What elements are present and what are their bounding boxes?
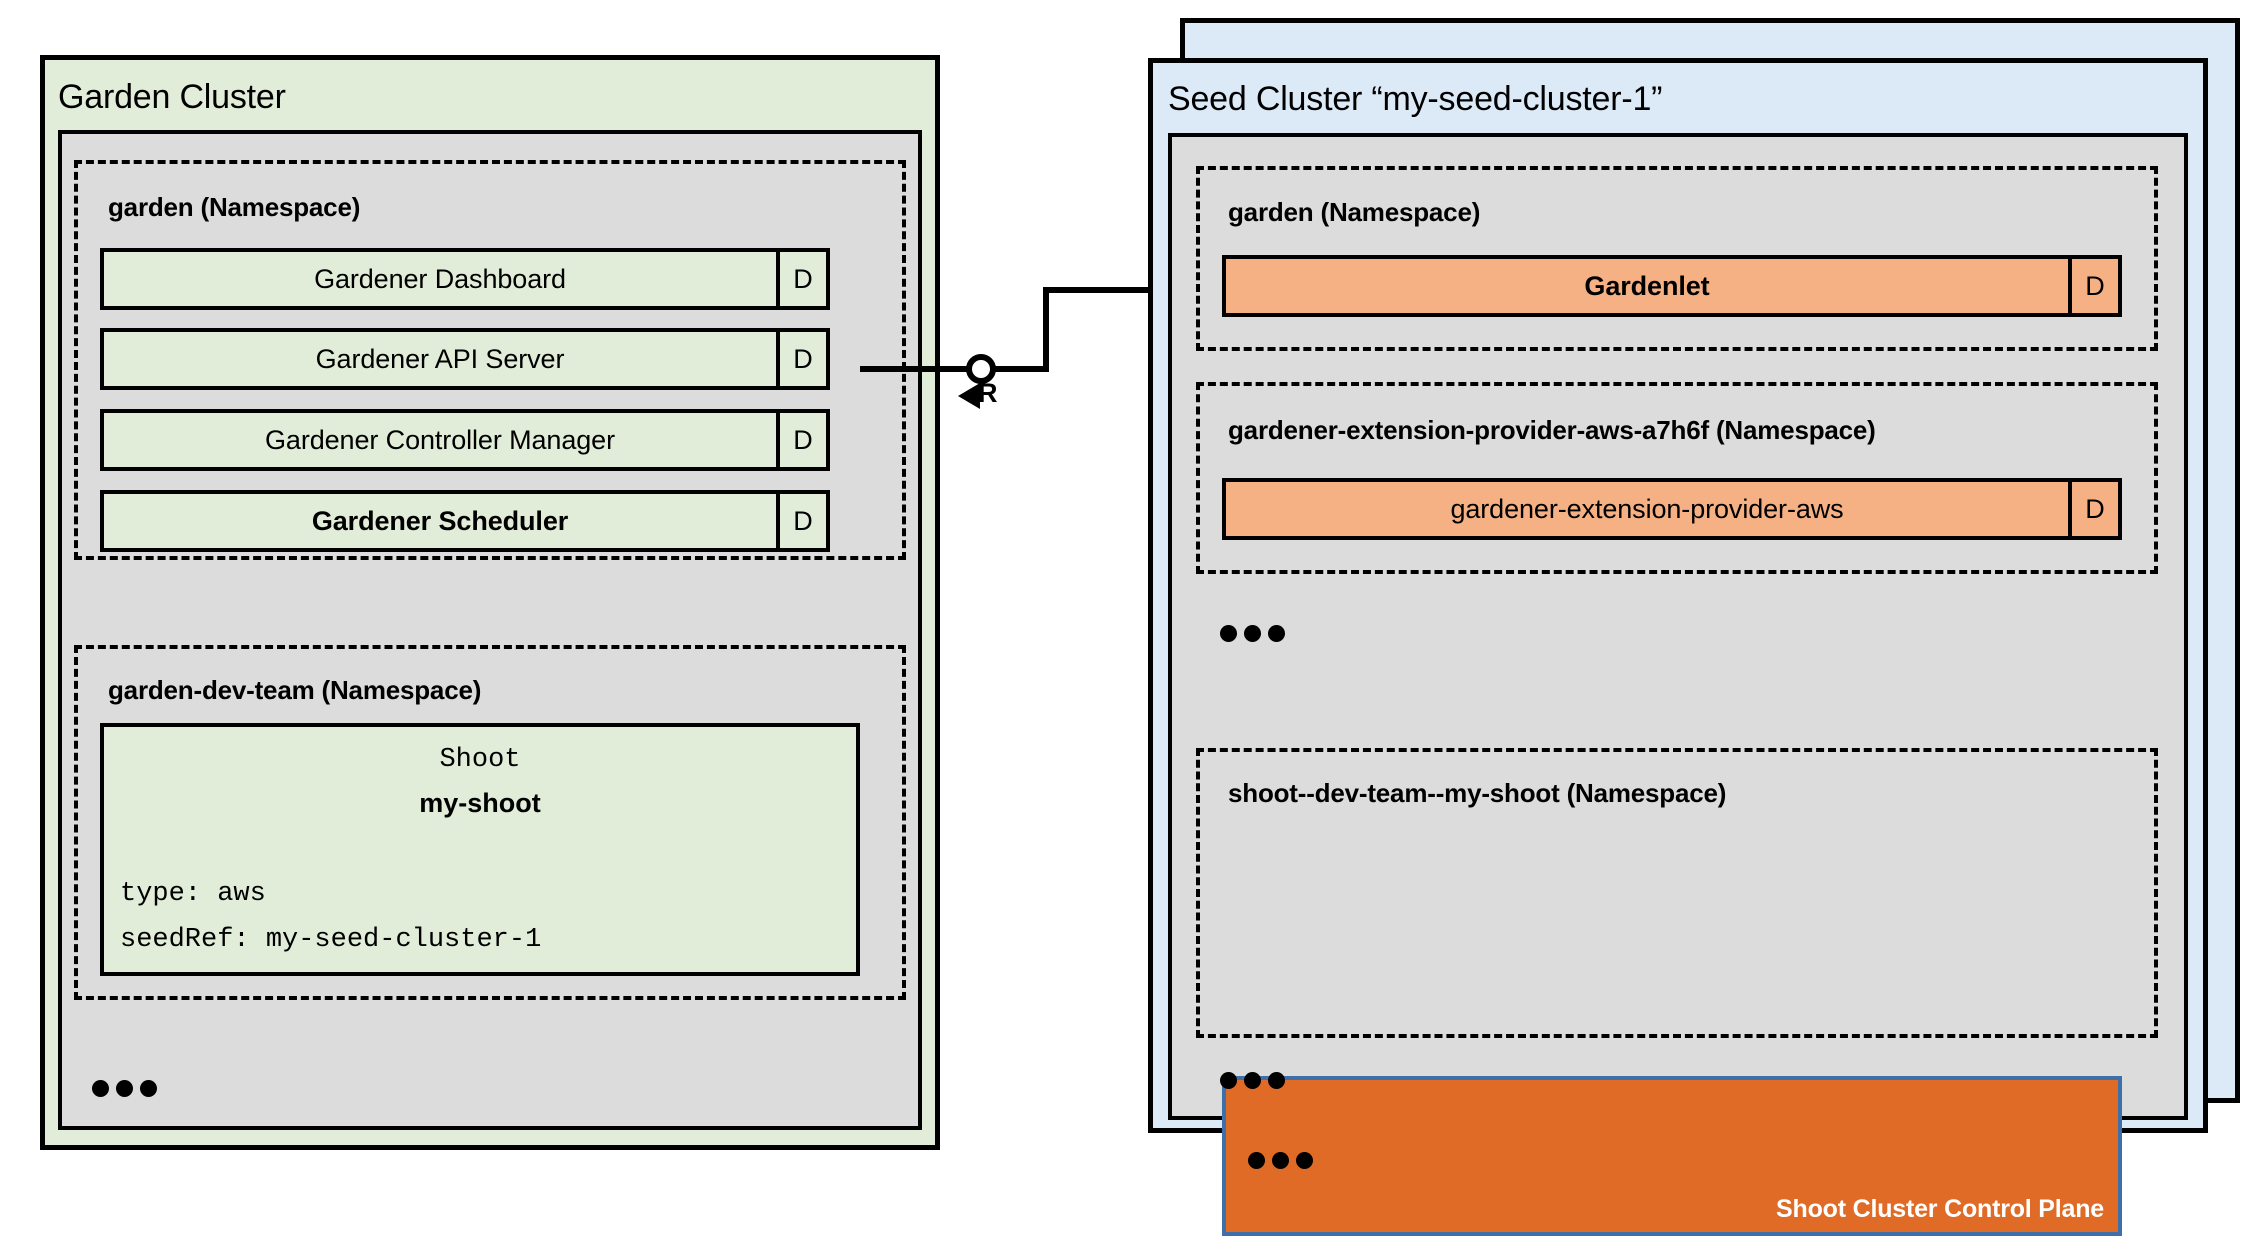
architecture-diagram: Garden Cluster garden (Namespace) Garden…	[40, 18, 2240, 1236]
garden-dev-team-namespace-box	[74, 645, 906, 1000]
extension-provider-namespace-label: gardener-extension-provider-aws-a7h6f (N…	[1228, 415, 1876, 445]
dot	[140, 1080, 157, 1097]
deployment-badge: D	[2068, 482, 2118, 536]
component-label: gardener-extension-provider-aws	[1226, 482, 2068, 536]
dot	[116, 1080, 133, 1097]
component-gardenlet[interactable]: Gardenlet D	[1222, 255, 2122, 317]
shoot-resource-card[interactable]: Shoot my-shoot type: aws seedRef: my-see…	[100, 723, 860, 976]
garden-dev-team-namespace-label: garden-dev-team (Namespace)	[108, 675, 482, 705]
component-gardener-scheduler[interactable]: Gardener Scheduler D	[100, 490, 830, 552]
shoot-resource-spec-type: type: aws	[120, 879, 266, 909]
component-label: Gardener Scheduler	[104, 494, 776, 548]
connector-segment-horizontal-right	[1043, 287, 1223, 293]
dot	[1296, 1152, 1313, 1169]
connector-label-r: R	[978, 378, 998, 408]
dot	[1248, 1152, 1265, 1169]
seed-garden-namespace-label: garden (Namespace)	[1228, 197, 1481, 227]
control-plane-label: Shoot Cluster Control Plane	[1776, 1195, 2104, 1223]
dot	[1272, 1152, 1289, 1169]
garden-namespace-box	[74, 160, 906, 560]
component-gardener-dashboard[interactable]: Gardener Dashboard D	[100, 248, 830, 310]
seed-cluster-overflow-dots-bottom	[1220, 1072, 1285, 1089]
shoot-namespace-box	[1196, 748, 2158, 1038]
component-gardener-controller-manager[interactable]: Gardener Controller Manager D	[100, 409, 830, 471]
component-label: Gardener Dashboard	[104, 252, 776, 306]
deployment-badge: D	[776, 332, 826, 386]
dot	[1268, 1072, 1285, 1089]
component-gardener-api-server[interactable]: Gardener API Server D	[100, 328, 830, 390]
shoot-resource-kind: Shoot	[439, 745, 521, 775]
shoot-resource-spec-seedref: seedRef: my-seed-cluster-1	[120, 925, 542, 955]
shoot-cluster-control-plane[interactable]: Shoot Cluster Control Plane	[1222, 1076, 2122, 1236]
extension-provider-namespace-box	[1196, 382, 2158, 574]
shoot-resource-name: my-shoot	[419, 788, 541, 818]
connector-arrowhead-icon	[958, 383, 980, 409]
component-label: Gardenlet	[1226, 259, 2068, 313]
seed-garden-namespace-box	[1196, 166, 2158, 351]
component-label: Gardener Controller Manager	[104, 413, 776, 467]
dot	[1268, 625, 1285, 642]
component-label: Gardener API Server	[104, 332, 776, 386]
dot	[1220, 625, 1237, 642]
dot	[1244, 1072, 1261, 1089]
garden-namespace-label: garden (Namespace)	[108, 192, 361, 222]
seed-cluster-title: Seed Cluster “my-seed-cluster-1”	[1168, 80, 1663, 118]
shoot-namespace-label: shoot--dev-team--my-shoot (Namespace)	[1228, 778, 1727, 808]
dot	[92, 1080, 109, 1097]
deployment-badge: D	[776, 494, 826, 548]
connector-socket-icon	[966, 354, 996, 384]
seed-cluster-overflow-dots-middle	[1220, 625, 1285, 642]
connector-segment-horizontal-mid	[994, 366, 1049, 372]
deployment-badge: D	[776, 413, 826, 467]
garden-cluster-title: Garden Cluster	[58, 78, 286, 116]
component-gardener-extension-provider-aws[interactable]: gardener-extension-provider-aws D	[1222, 478, 2122, 540]
deployment-badge: D	[776, 252, 826, 306]
garden-cluster-overflow-dots	[92, 1080, 157, 1097]
connector-segment-vertical	[1043, 287, 1049, 372]
control-plane-overflow-dots	[1248, 1152, 1313, 1169]
deployment-badge: D	[2068, 259, 2118, 313]
connector-segment-horizontal-left	[860, 366, 980, 372]
dot	[1244, 625, 1261, 642]
dot	[1220, 1072, 1237, 1089]
